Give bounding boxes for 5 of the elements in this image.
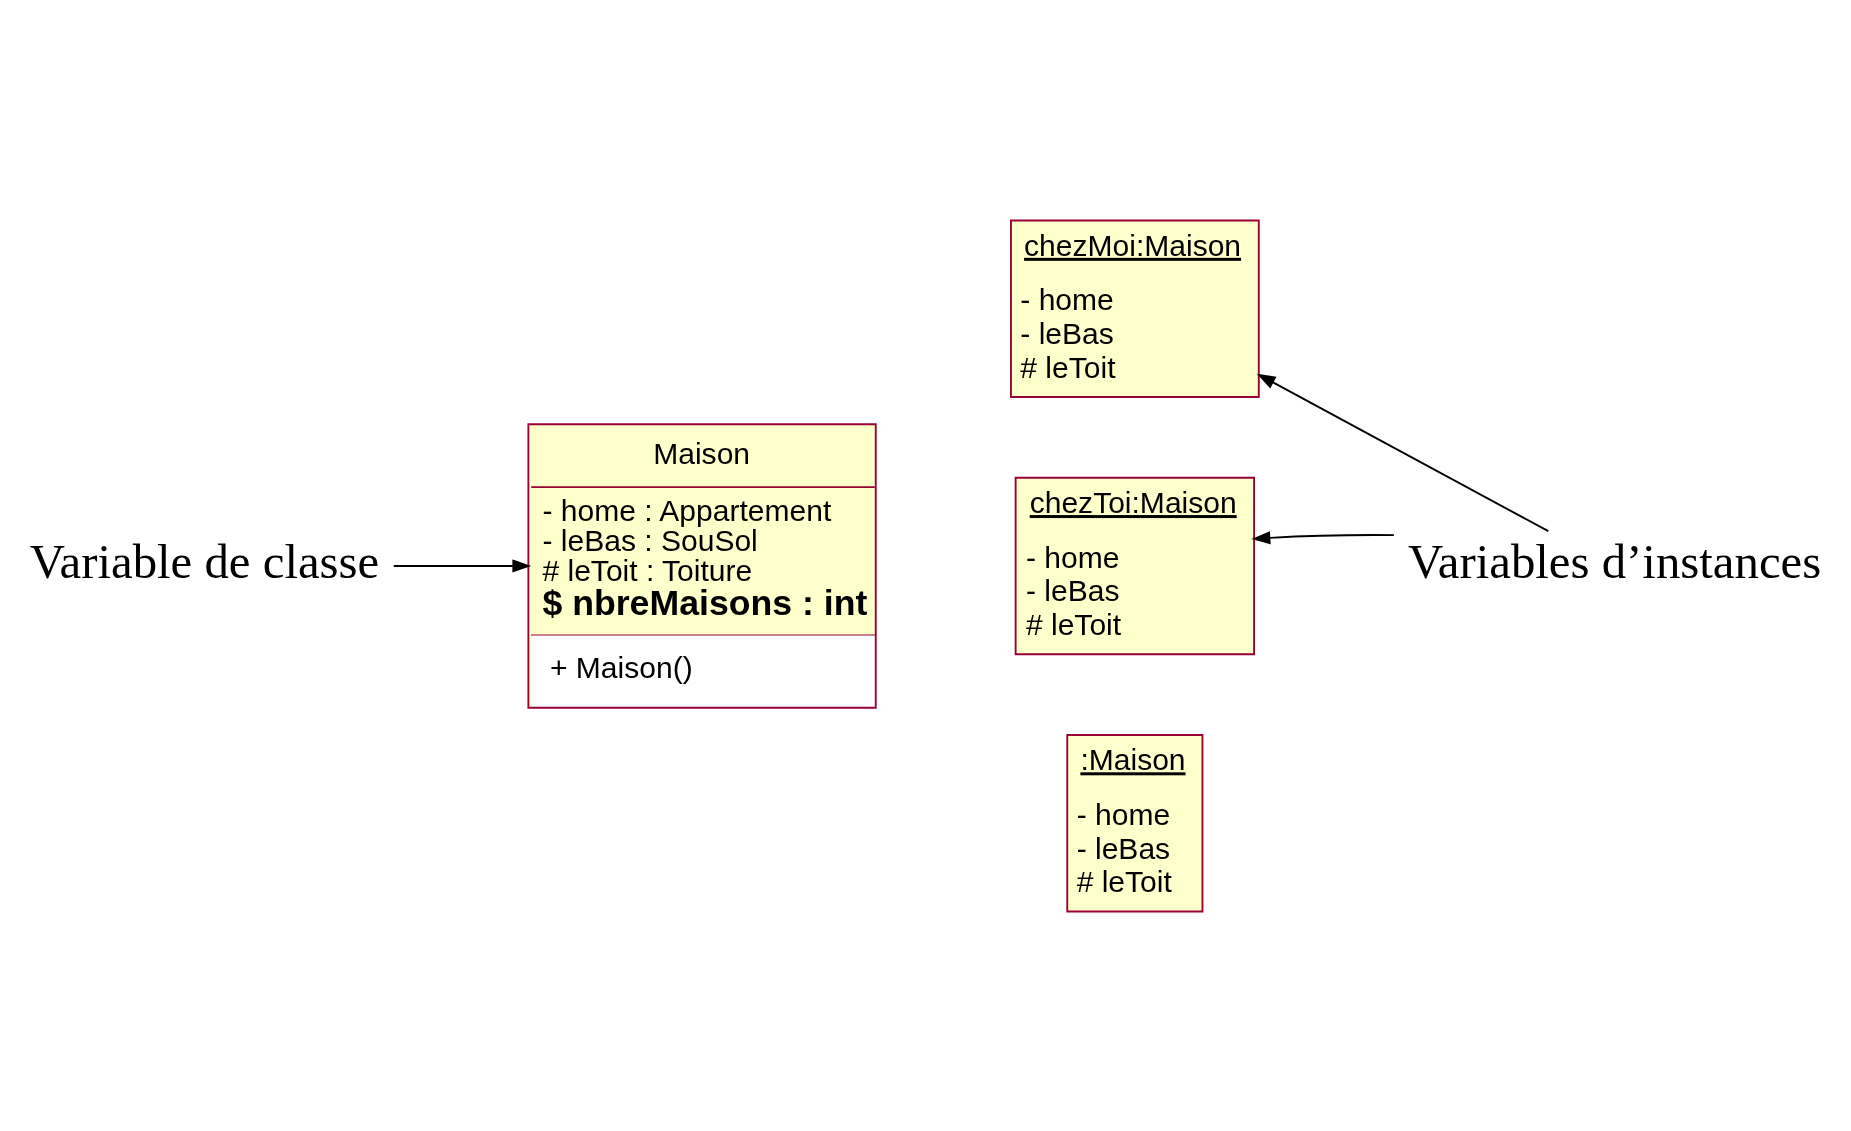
node-text: Variable de classe	[29, 534, 380, 589]
arrow	[1251, 530, 1395, 544]
node-text: Variables d’instances	[1407, 534, 1822, 589]
arrow	[1256, 373, 1550, 532]
arrow	[392, 558, 532, 573]
